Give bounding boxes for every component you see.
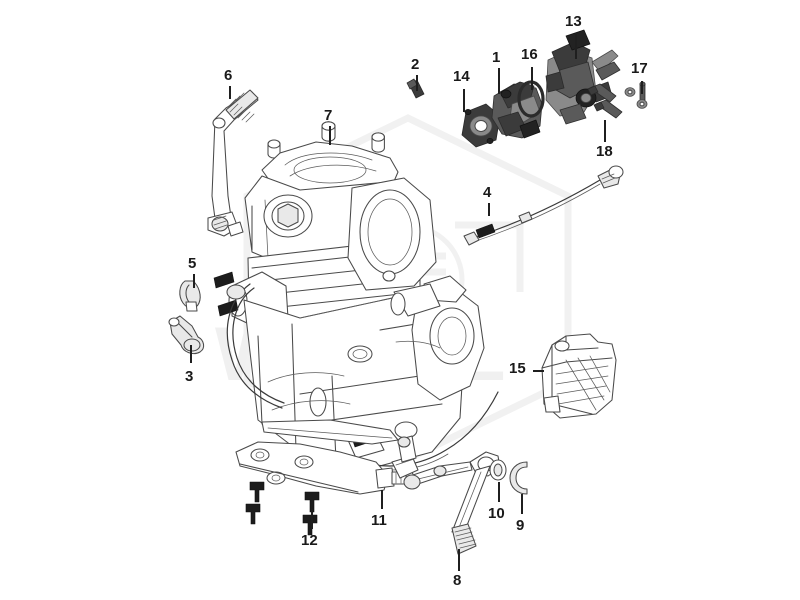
callout-5[interactable]: 5 bbox=[188, 255, 197, 272]
starter-motor bbox=[390, 283, 441, 317]
callout-7[interactable]: 7 bbox=[324, 107, 333, 124]
part-12-mounting-bolts[interactable] bbox=[245, 481, 320, 536]
clutch-cover bbox=[411, 275, 485, 401]
part-13-fuel-injector-throttle-body[interactable] bbox=[545, 29, 621, 125]
leader-16 bbox=[531, 67, 533, 90]
leader-1 bbox=[498, 68, 500, 94]
callout-2[interactable]: 2 bbox=[411, 56, 420, 73]
leader-10 bbox=[498, 482, 500, 502]
callout-13[interactable]: 13 bbox=[565, 13, 582, 30]
part-6-kick-start-lever[interactable] bbox=[207, 89, 259, 237]
leader-17 bbox=[641, 81, 643, 94]
callout-15[interactable]: 15 bbox=[509, 360, 526, 377]
leader-8 bbox=[458, 549, 460, 571]
leader-5 bbox=[193, 274, 195, 288]
part-4-clutch-cable[interactable] bbox=[463, 165, 624, 246]
part-1-intake-manifold-insulator[interactable] bbox=[491, 81, 543, 139]
shift-pedal-grip bbox=[451, 523, 477, 555]
bolt-b bbox=[245, 503, 261, 525]
leader-18 bbox=[604, 120, 606, 142]
callout-9[interactable]: 9 bbox=[516, 517, 525, 534]
part-14-manifold-gasket[interactable] bbox=[461, 103, 501, 148]
part-17-washer-and-pin[interactable] bbox=[624, 81, 648, 109]
callout-6[interactable]: 6 bbox=[224, 67, 233, 84]
callout-10[interactable]: 10 bbox=[488, 505, 505, 522]
leader-14 bbox=[463, 89, 465, 112]
leader-12 bbox=[311, 509, 313, 529]
bolt-a bbox=[249, 481, 265, 503]
hex-nut-head bbox=[277, 203, 299, 228]
callout-12[interactable]: 12 bbox=[301, 532, 318, 549]
leader-7 bbox=[329, 126, 331, 145]
bolt-c bbox=[304, 491, 320, 513]
callout-18[interactable]: 18 bbox=[596, 143, 613, 160]
kick-lever-grip bbox=[225, 89, 259, 123]
bolt-d bbox=[302, 514, 318, 536]
leader-9 bbox=[521, 494, 523, 514]
oil-breather-tube bbox=[226, 283, 283, 409]
leader-3 bbox=[190, 345, 192, 363]
callout-3[interactable]: 3 bbox=[185, 368, 194, 385]
callout-16[interactable]: 16 bbox=[521, 46, 538, 63]
leader-11 bbox=[381, 490, 383, 509]
part-5-retaining-clip[interactable] bbox=[179, 280, 201, 312]
part-10-washer-ring[interactable] bbox=[489, 459, 507, 481]
leader-6 bbox=[229, 86, 231, 99]
part-18-hex-bolts-pair[interactable] bbox=[587, 83, 623, 119]
part-9-circlip[interactable] bbox=[509, 461, 528, 495]
part-7-cylinder-head-assembly[interactable] bbox=[213, 121, 499, 471]
cable-end-fitting bbox=[597, 165, 624, 189]
leader-13 bbox=[575, 34, 577, 59]
leader-15 bbox=[533, 370, 544, 372]
callout-1[interactable]: 1 bbox=[492, 49, 501, 66]
callout-11[interactable]: 11 bbox=[371, 512, 387, 529]
part-3-cable-clamp-bracket[interactable] bbox=[168, 315, 205, 355]
wiring-harness bbox=[359, 391, 499, 467]
leader-4 bbox=[488, 203, 490, 216]
callout-4[interactable]: 4 bbox=[483, 184, 492, 201]
leader-2 bbox=[416, 75, 418, 91]
part-11-engine-mount-bracket[interactable] bbox=[235, 419, 415, 495]
part-8-gear-shift-lever[interactable] bbox=[391, 435, 501, 555]
callout-14[interactable]: 14 bbox=[453, 68, 470, 85]
callout-8[interactable]: 8 bbox=[453, 572, 462, 589]
intake-boss bbox=[347, 177, 437, 291]
part-15-engine-guard-cover[interactable] bbox=[541, 333, 617, 419]
callout-17[interactable]: 17 bbox=[631, 60, 648, 77]
